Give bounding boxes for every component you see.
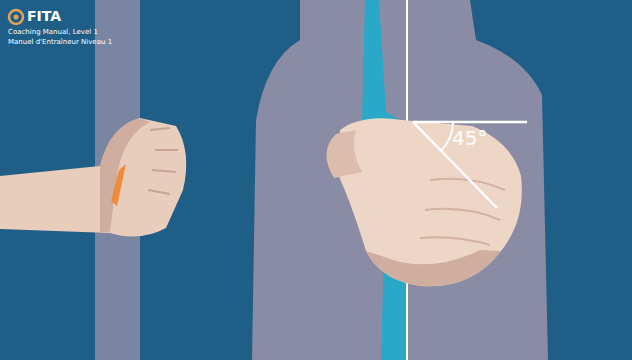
hand-shade: [366, 250, 501, 286]
logo-icon: [9, 10, 23, 24]
angle-label: 45°: [452, 126, 487, 150]
archer-silhouette: [252, 0, 548, 360]
logo-icon: [14, 15, 19, 20]
finger-lines: [148, 128, 178, 194]
angle-arc: [441, 122, 453, 150]
bow-hand: [336, 118, 522, 286]
thumb: [326, 130, 362, 178]
watermark: Manuel d'Entraîneur Niveau 1: [8, 38, 112, 46]
tendon-highlight: [111, 164, 126, 206]
logo-text: FITA: [27, 8, 61, 24]
knuckle-lines: [420, 179, 505, 245]
hand-shade: [100, 118, 150, 232]
drawing-hand: [0, 118, 186, 237]
angle-lines: [413, 122, 527, 208]
watermark: Coaching Manual, Level 1: [8, 28, 98, 36]
